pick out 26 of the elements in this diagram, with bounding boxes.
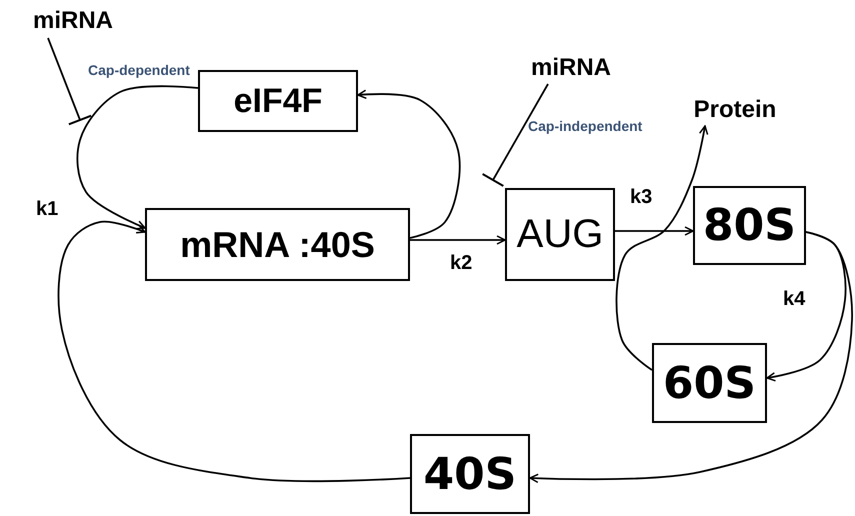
box-text: eIF4F (234, 82, 322, 120)
process-box (410, 434, 530, 514)
arrow (615, 226, 694, 236)
inhibition-line (482, 84, 549, 187)
process-box (145, 208, 410, 281)
arrow (357, 90, 461, 239)
arrow (529, 231, 853, 484)
arrow (58, 220, 410, 482)
process-box (198, 70, 358, 132)
node-label: Protein (692, 94, 778, 126)
process-box (693, 186, 806, 265)
arrow (410, 235, 506, 245)
node-label: miRNA (18, 4, 128, 38)
annotation-text: Cap-independent (528, 118, 642, 134)
process-box (652, 343, 767, 423)
process-box (505, 188, 615, 281)
box-text: mRNA :40S (180, 224, 375, 266)
box-text: 40S (424, 448, 516, 500)
node-label: miRNA (516, 52, 626, 84)
annotation-text: Cap-dependent (88, 62, 190, 78)
box-text: AUG (516, 212, 604, 257)
inhibition-line (47, 38, 92, 126)
box-text: 60S (663, 358, 756, 408)
arrow (616, 125, 708, 371)
arrow (76, 85, 198, 230)
box-text: 80S (703, 200, 796, 251)
